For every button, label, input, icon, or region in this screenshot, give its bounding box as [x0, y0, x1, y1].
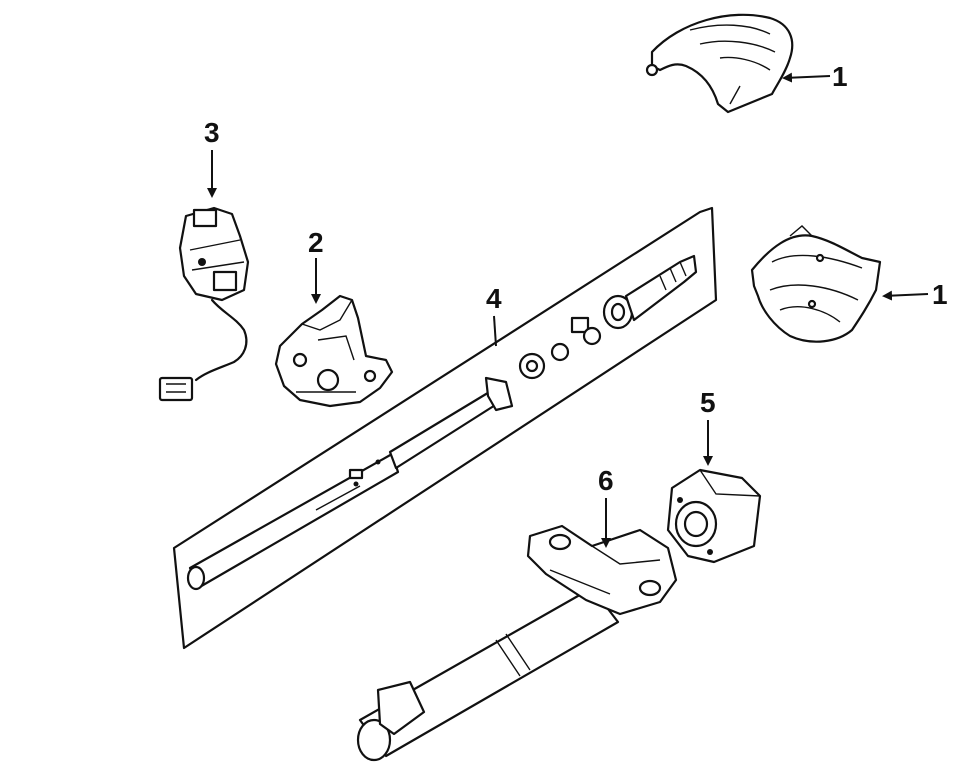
callout-1-lower: 1 — [882, 279, 948, 310]
steering-shaft-assembly-part — [172, 206, 718, 650]
callout-label: 4 — [486, 283, 502, 314]
callout-1-upper: 1 — [782, 61, 848, 92]
callout-3: 3 — [204, 117, 220, 198]
callout-6: 6 — [598, 465, 614, 548]
lock-housing-part — [274, 294, 394, 408]
callout-4: 4 — [486, 283, 502, 347]
callout-arrow — [882, 290, 929, 301]
callout-label: 6 — [598, 465, 614, 496]
callout-arrow — [782, 72, 831, 83]
bearing-housing-part — [666, 468, 762, 564]
lower-shroud-part — [750, 225, 882, 343]
callout-label: 3 — [204, 117, 220, 148]
callout-2: 2 — [308, 227, 324, 304]
ignition-switch-part — [158, 206, 250, 402]
callout-leader — [493, 315, 497, 347]
callout-label: 5 — [700, 387, 716, 418]
callout-label: 1 — [932, 279, 948, 310]
column-jacket-part — [356, 524, 678, 762]
callout-label: 2 — [308, 227, 324, 258]
callout-label: 1 — [832, 61, 848, 92]
upper-shroud-part — [645, 13, 794, 114]
callout-5: 5 — [700, 387, 716, 466]
